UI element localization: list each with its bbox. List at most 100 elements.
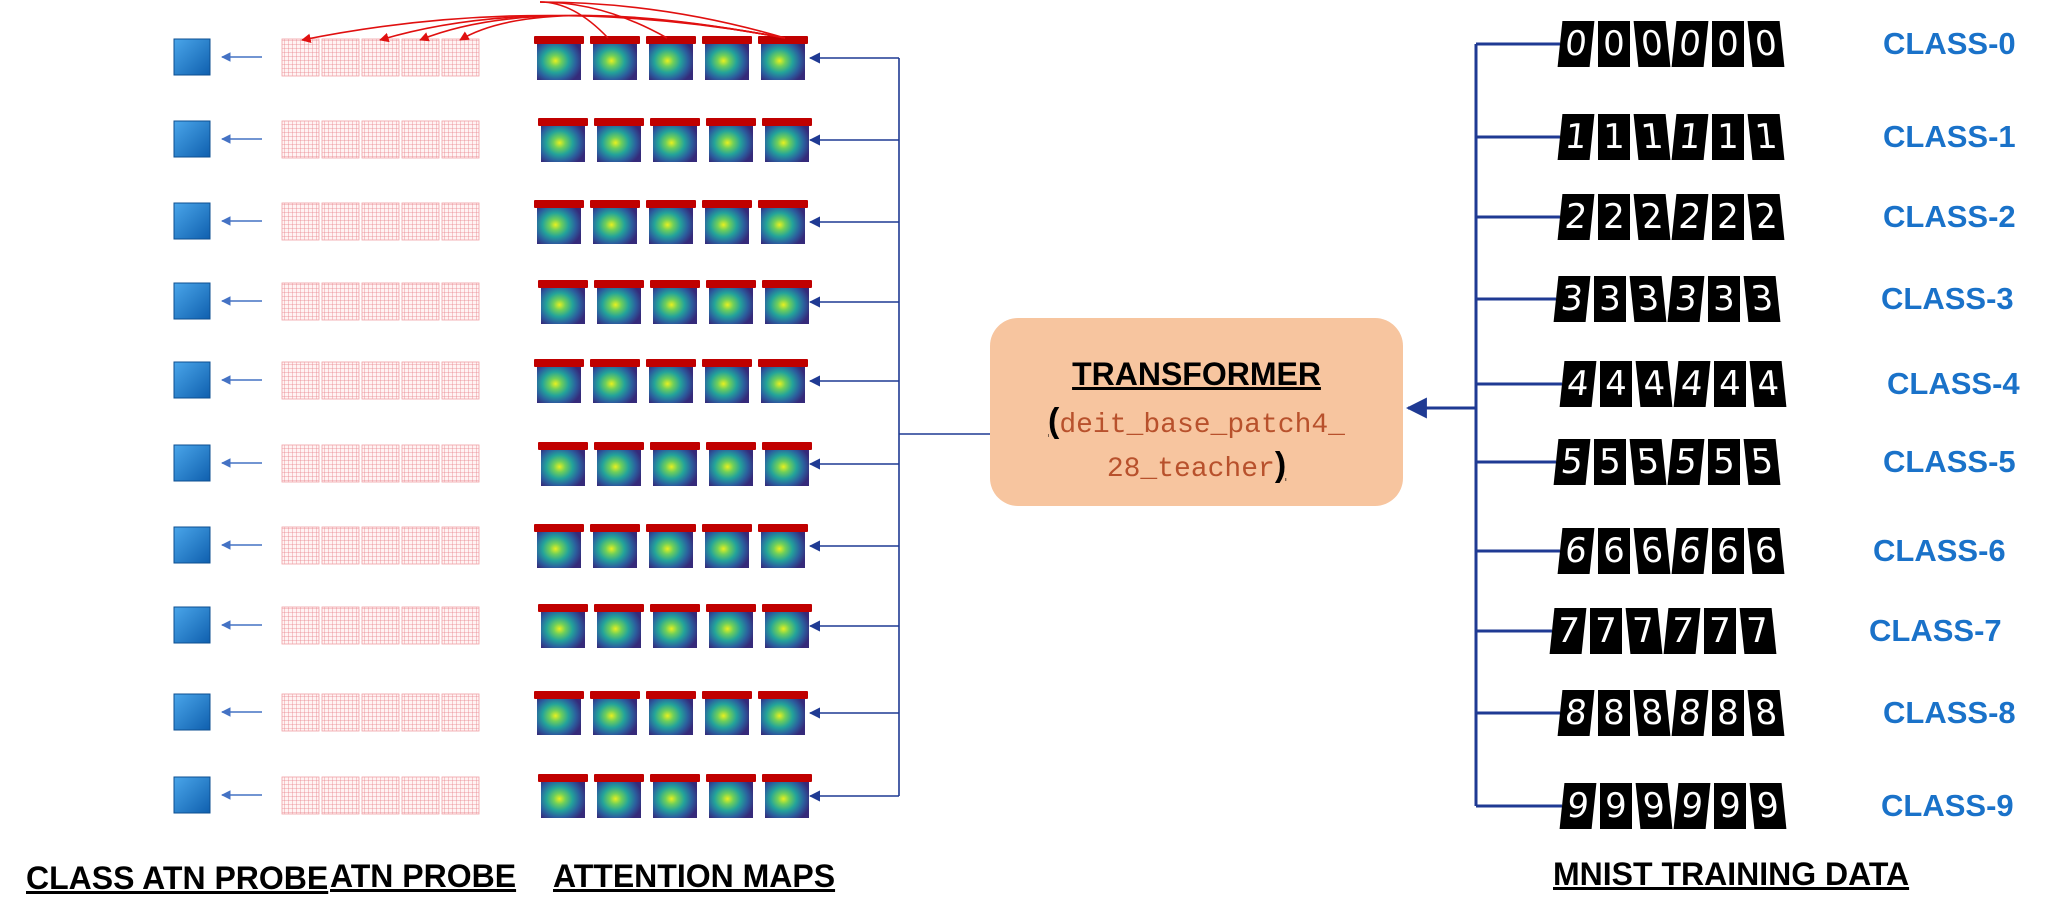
attention-map-tile: [597, 284, 641, 324]
atn-probe-block: [441, 444, 480, 483]
atn-probe-block: [401, 38, 440, 77]
atn-probe-block: [281, 606, 320, 645]
mnist-sample-tile: 3: [1743, 276, 1781, 322]
atn-probe-block: [441, 526, 480, 565]
atn-probe-block: [441, 606, 480, 645]
mnist-sample-tile: 0: [1747, 21, 1785, 67]
atn-probe-block: [361, 693, 400, 732]
attention-map-tile: [709, 778, 753, 818]
attention-map-cls-bar: [706, 280, 756, 288]
attention-map-tile: [705, 528, 749, 568]
attention-map-tile: [765, 446, 809, 486]
atn-probe-block: [401, 776, 440, 815]
mnist-sample-tile: 6: [1747, 528, 1785, 574]
attention-map-cls-bar: [594, 118, 644, 126]
attention-map-tile: [709, 284, 753, 324]
attention-map-tile: [593, 40, 637, 80]
atn-probe-block: [361, 120, 400, 159]
mnist-sample-tile: 2: [1557, 194, 1595, 240]
class-atn-probe-square: [173, 120, 211, 158]
attention-map-cls-bar: [762, 118, 812, 126]
attention-map-tile: [761, 695, 805, 735]
atn-probe-block: [441, 38, 480, 77]
atn-probe-block: [321, 38, 360, 77]
atn-probe-block: [321, 693, 360, 732]
attention-map-tile: [593, 204, 637, 244]
attention-map-tile: [593, 528, 637, 568]
attention-map-cls-bar: [590, 359, 640, 367]
attention-curve-source: [539, 1, 786, 39]
attention-map-cls-bar: [758, 691, 808, 699]
attention-map-cls-bar: [702, 36, 752, 44]
mnist-sample-tile: 7: [1663, 608, 1701, 654]
attention-map-cls-bar: [762, 604, 812, 612]
attention-map-tile: [541, 608, 585, 648]
class-label-8: CLASS-8: [1883, 695, 2016, 730]
attention-map-cls-bar: [706, 774, 756, 782]
class-atn-probe-square: [173, 606, 211, 644]
attention-map-tile: [765, 122, 809, 162]
atn-probe-block: [321, 361, 360, 400]
attention-map-tile: [649, 695, 693, 735]
class-atn-probe-square: [173, 202, 211, 240]
attention-map-tile: [705, 695, 749, 735]
caption-attention-maps: ATTENTION MAPS: [553, 858, 836, 894]
mnist-sample-tile: 9: [1635, 783, 1673, 829]
mnist-sample-tile: 1: [1598, 114, 1630, 160]
mnist-sample-tile: 2: [1633, 194, 1671, 240]
atn-probe-block: [361, 776, 400, 815]
atn-probe-block: [361, 282, 400, 321]
attention-map-cls-bar: [706, 118, 756, 126]
mnist-sample-tile: 6: [1557, 528, 1595, 574]
mnist-sample-tile: 1: [1747, 114, 1785, 160]
mnist-sample-tile: 2: [1598, 194, 1630, 240]
attention-map-cls-bar: [758, 200, 808, 208]
mnist-sample-tile: 3: [1708, 276, 1740, 322]
mnist-sample-tile: 4: [1635, 361, 1673, 407]
mnist-sample-tile: 3: [1553, 276, 1591, 322]
attention-map-tile: [593, 363, 637, 403]
attention-map-tile: [765, 778, 809, 818]
attention-map-cls-bar: [594, 442, 644, 450]
atn-probe-block: [281, 776, 320, 815]
attention-map-cls-bar: [650, 442, 700, 450]
mnist-sample-tile: 9: [1600, 783, 1632, 829]
attention-map-tile: [653, 608, 697, 648]
atn-probe-block: [401, 526, 440, 565]
attention-map-cls-bar: [646, 359, 696, 367]
atn-probe-block: [361, 526, 400, 565]
atn-probe-block: [321, 202, 360, 241]
close-paren: ): [1274, 446, 1287, 484]
atn-probe-block: [281, 526, 320, 565]
atn-probe-block: [281, 444, 320, 483]
caption-atn-probe: ATN PROBE: [330, 858, 517, 894]
mnist-sample-tile: 0: [1633, 21, 1671, 67]
atn-probe-block: [401, 361, 440, 400]
attention-row-8: [173, 691, 808, 735]
model-name-part-2: 28_teacher: [1106, 454, 1275, 485]
attention-map-cls-bar: [646, 36, 696, 44]
atn-probe-block: [441, 776, 480, 815]
class-atn-probe-square: [173, 282, 211, 320]
attention-map-cls-bar: [538, 280, 588, 288]
attention-map-cls-bar: [702, 200, 752, 208]
attention-map-tile: [709, 122, 753, 162]
attention-map-cls-bar: [650, 774, 700, 782]
class-label-7: CLASS-7: [1869, 613, 2002, 648]
attention-map-tile: [653, 778, 697, 818]
atn-probe-block: [361, 444, 400, 483]
attention-map-tile: [705, 204, 749, 244]
class-label-4: CLASS-4: [1887, 366, 2020, 401]
attention-map-cls-bar: [646, 200, 696, 208]
attention-map-cls-bar: [758, 36, 808, 44]
mnist-sample-tile: 2: [1712, 194, 1744, 240]
attention-map-cls-bar: [538, 774, 588, 782]
attention-row-6: [173, 524, 808, 568]
attention-map-cls-bar: [594, 604, 644, 612]
atn-probe-block: [281, 202, 320, 241]
attention-map-cls-bar: [758, 359, 808, 367]
attention-map-cls-bar: [650, 604, 700, 612]
atn-probe-block: [361, 606, 400, 645]
attention-map-tile: [593, 695, 637, 735]
attention-map-tile: [765, 284, 809, 324]
